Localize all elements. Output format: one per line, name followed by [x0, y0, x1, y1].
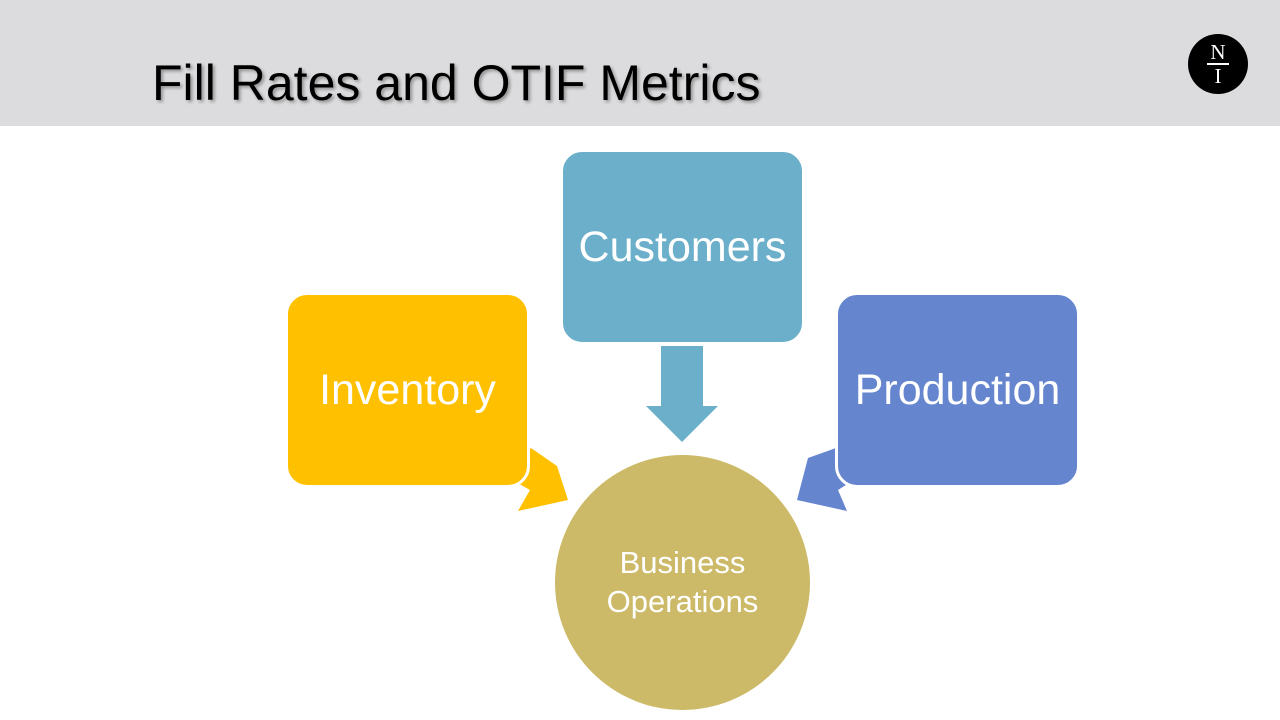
logo: N I — [1188, 34, 1248, 94]
slide-title: Fill Rates and OTIF Metrics — [152, 55, 761, 111]
logo-divider — [1207, 63, 1229, 65]
node-customers: Customers — [560, 149, 805, 345]
center-label-line1: Business — [619, 544, 746, 580]
arrow-customers-to-center — [646, 346, 718, 442]
node-inventory: Inventory — [285, 292, 530, 488]
title-bar — [0, 0, 1280, 126]
center-label-line2: Operations — [606, 583, 759, 619]
logo-letter-bottom: I — [1214, 64, 1222, 88]
node-production: Production — [835, 292, 1080, 488]
node-business-operations: Business Operations — [555, 455, 810, 710]
logo-letter-top: N — [1210, 40, 1226, 64]
